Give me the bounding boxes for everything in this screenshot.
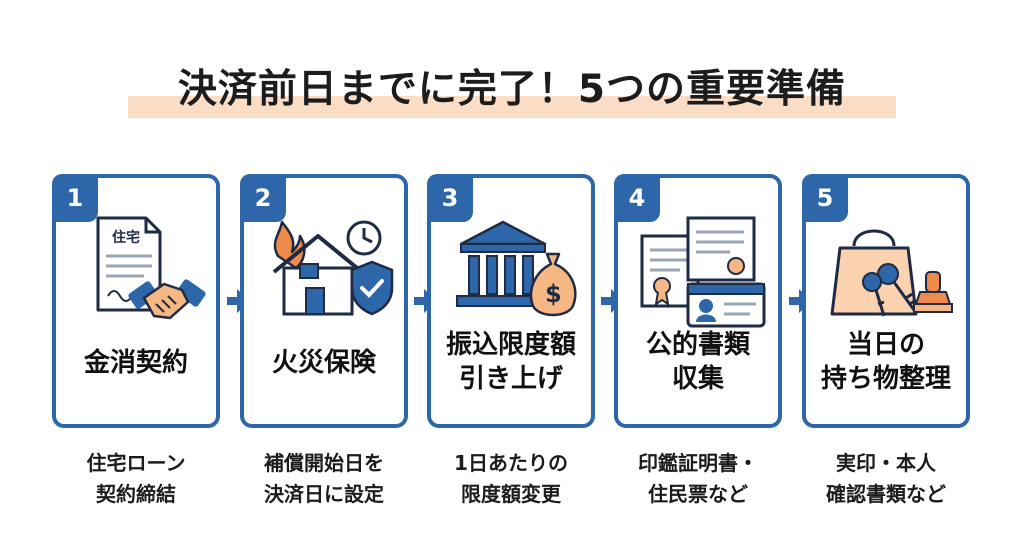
bank-money-bag-icon: $ xyxy=(439,206,583,332)
bag-keys-stamp-icon xyxy=(814,206,958,332)
step-number-badge: 3 xyxy=(427,174,473,222)
step-title: 当日の 持ち物整理 xyxy=(820,330,951,394)
step-title: 公的書類 収集 xyxy=(645,330,750,394)
contract-handshake-icon: 住宅 xyxy=(64,206,208,332)
step-card-2: 2 火災保険 xyxy=(240,174,408,428)
step-description-3: 1日あたりの限度額変更 xyxy=(454,451,568,506)
step-card-5: 5 当日の 持ち物整理 xyxy=(802,174,970,428)
step-card-3: 3 $ 振込限度額 引き上げ xyxy=(427,174,595,428)
step-title: 振込限度額 引き上げ xyxy=(445,330,576,394)
step-description-2: 補償開始日を決済日に設定 xyxy=(264,451,384,506)
step-number-badge: 4 xyxy=(614,174,660,222)
arrow-right-icon xyxy=(599,286,625,316)
step-title: 金消契約 xyxy=(83,348,188,378)
step-title: 火災保険 xyxy=(271,348,376,378)
title-highlight xyxy=(128,96,896,118)
certificates-id-card-icon xyxy=(626,206,770,332)
step-number-badge: 1 xyxy=(52,174,98,222)
arrow-right-icon xyxy=(412,286,438,316)
title-area: 決済前日までに完了！5つの重要準備 xyxy=(0,54,1024,124)
arrow-right-icon xyxy=(225,286,251,316)
step-card-4: 4 公的書類 収集 xyxy=(614,174,782,428)
page-title: 決済前日までに完了！5つの重要準備 xyxy=(177,67,847,112)
step-description-4: 印鑑証明書・住民票など xyxy=(638,451,758,506)
house-fire-shield-clock-icon xyxy=(252,206,396,332)
step-card-1: 1 住宅 金消契約 xyxy=(52,174,220,428)
step-number-badge: 2 xyxy=(240,174,286,222)
arrow-right-icon xyxy=(787,286,813,316)
svg-text:$: $ xyxy=(545,280,562,308)
document-label: 住宅 xyxy=(112,229,140,246)
step-number-badge: 5 xyxy=(802,174,848,222)
step-description-1: 住宅ローン契約締結 xyxy=(86,451,186,506)
step-description-5: 実印・本人確認書類など xyxy=(826,451,946,506)
